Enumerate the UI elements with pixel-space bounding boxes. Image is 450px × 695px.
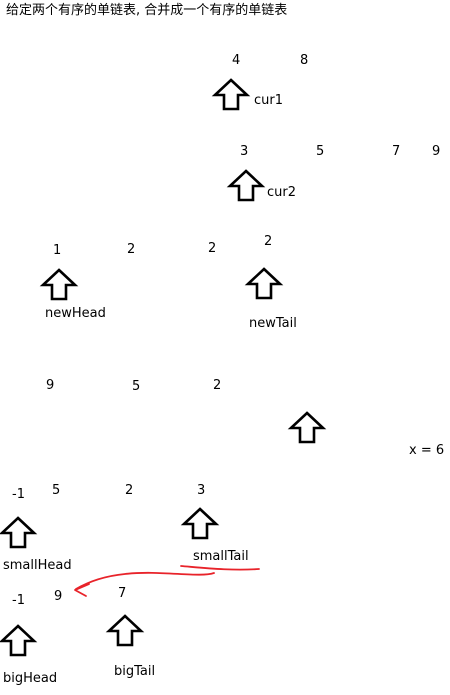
red-arrowhead-stroke (74, 583, 90, 597)
small-node-2: 5 (52, 483, 61, 498)
newhead-label: newHead (45, 306, 106, 321)
red-curved-arrow-stroke (75, 571, 215, 590)
list2-node-1: 3 (240, 144, 249, 159)
partition-node-2: 5 (132, 379, 141, 394)
merged-node-4: 2 (264, 234, 273, 249)
cur1-label: cur1 (254, 93, 284, 108)
list1-node-1: 4 (232, 53, 241, 68)
page-title: 给定两个有序的单链表, 合并成一个有序的单链表 (6, 3, 288, 18)
up-arrow-icon (105, 614, 145, 647)
up-arrow-icon (0, 624, 38, 657)
up-arrow-icon (244, 267, 284, 300)
partition-node-1: 9 (46, 378, 55, 393)
up-arrow-icon (0, 516, 38, 549)
up-arrow-icon (211, 78, 251, 111)
list2-node-4: 9 (432, 144, 441, 159)
merged-node-2: 2 (127, 242, 136, 257)
smalltail-label: smallTail (193, 549, 249, 564)
small-node-3: 2 (125, 483, 134, 498)
bigtail-label: bigTail (114, 664, 156, 679)
up-arrow-icon (39, 268, 79, 301)
smallhead-label: smallHead (3, 558, 72, 573)
big-node-3: 7 (118, 586, 127, 601)
merged-node-1: 1 (53, 243, 62, 258)
big-node-2: 9 (54, 589, 63, 604)
up-arrow-icon (226, 169, 266, 202)
partition-condition: x = 6 (409, 443, 445, 458)
list2-node-3: 7 (392, 144, 401, 159)
small-node-4: 3 (197, 483, 206, 498)
small-node-1: -1 (12, 487, 25, 502)
merged-node-3: 2 (208, 241, 217, 256)
up-arrow-icon (287, 411, 327, 444)
bighead-label: bigHead (3, 671, 58, 686)
red-underline-stroke (180, 565, 260, 571)
up-arrow-icon (180, 507, 220, 540)
cur2-label: cur2 (267, 185, 297, 200)
list2-node-2: 5 (316, 144, 325, 159)
list1-node-2: 8 (300, 53, 309, 68)
newtail-label: newTail (249, 316, 297, 331)
big-node-1: -1 (12, 593, 25, 608)
partition-node-3: 2 (213, 378, 222, 393)
